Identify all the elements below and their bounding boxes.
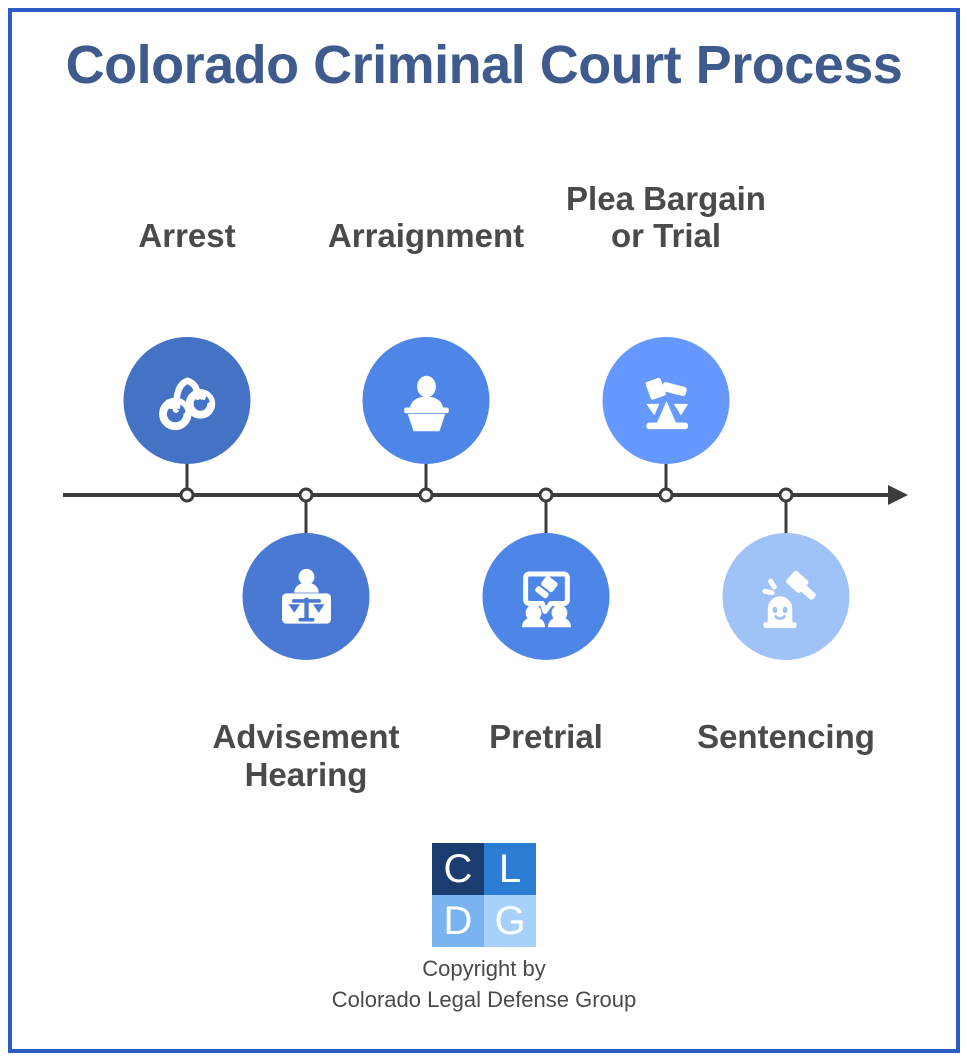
stage-label: Arraignment	[327, 217, 525, 255]
timeline-connector	[424, 440, 428, 496]
timeline-node-marker[interactable]	[658, 487, 674, 503]
handcuffs-icon	[151, 365, 223, 437]
judge-bench-scales-icon	[270, 561, 342, 633]
timeline-connector	[304, 494, 308, 550]
stage-label: Sentencing	[697, 718, 875, 755]
stage-label: Plea Bargain or Trial	[566, 179, 766, 255]
logo-cell-g: G	[484, 895, 536, 947]
stage-icon-circle[interactable]	[362, 337, 490, 464]
stage-label: Arrest	[138, 217, 236, 255]
person-podium-icon	[390, 365, 462, 437]
stage-icon-circle[interactable]	[722, 533, 850, 660]
logo-cell-c: C	[432, 843, 484, 895]
stage-icon-circle[interactable]	[242, 533, 370, 660]
timeline-connector	[544, 494, 548, 550]
page-title: Colorado Criminal Court Process	[65, 35, 903, 95]
stage-icon-circle[interactable]	[123, 337, 251, 464]
timeline-node-marker[interactable]	[418, 487, 434, 503]
timeline-arrow-icon	[888, 485, 908, 505]
gavel-defendant-icon	[750, 561, 822, 633]
logo-cell-d: D	[432, 895, 484, 947]
stage-icon-circle[interactable]	[482, 533, 610, 660]
two-people-gavel-bubble-icon	[510, 561, 582, 633]
timeline-connector	[185, 440, 189, 496]
stage-icon-circle[interactable]	[602, 337, 730, 464]
timeline-connector	[664, 440, 668, 496]
logo-cell-l: L	[484, 843, 536, 895]
timeline-connector	[784, 494, 788, 550]
timeline-node-marker[interactable]	[179, 487, 195, 503]
timeline-axis	[63, 493, 893, 497]
gavel-block-icon	[630, 365, 702, 437]
timeline-node-marker[interactable]	[538, 487, 554, 503]
copyright-text: Copyright by Colorado Legal Defense Grou…	[331, 956, 637, 1013]
timeline-node-marker[interactable]	[778, 487, 794, 503]
timeline-node-marker[interactable]	[298, 487, 314, 503]
stage-label: Advisement Hearing	[212, 718, 400, 793]
stage-label: Pretrial	[489, 718, 603, 755]
